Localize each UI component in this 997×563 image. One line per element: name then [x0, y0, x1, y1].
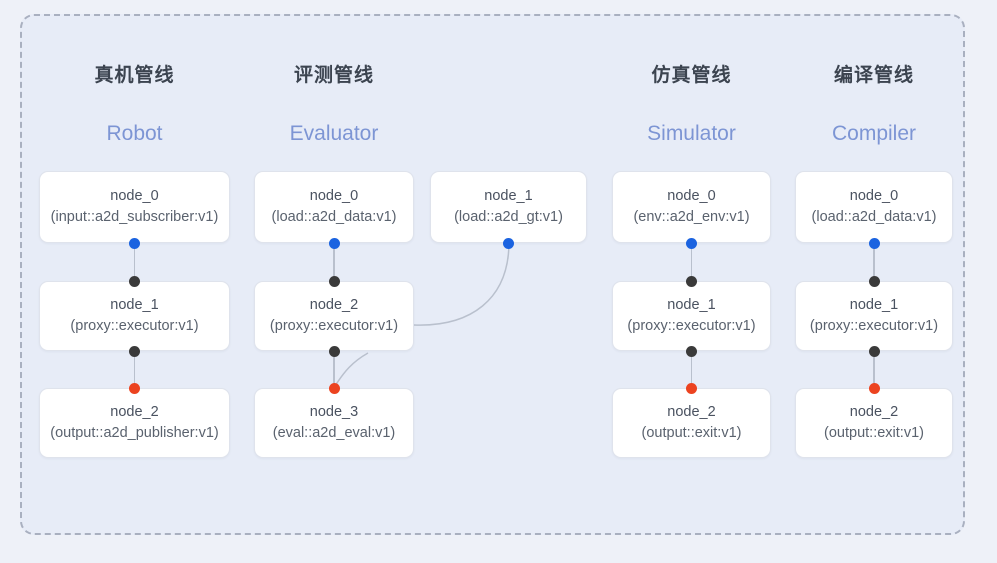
edge-row1-row2 [133, 351, 136, 388]
port-output-black[interactable] [868, 345, 880, 357]
node-type-label: (eval::a2d_eval:v1) [272, 425, 396, 441]
pipeline-column-robot: 真机管线 Robot [39, 0, 230, 563]
node-box-evaluator-node_2[interactable]: node_2(proxy::executor:v1) [254, 281, 414, 351]
pipeline-column-simulator: 仿真管线 Simulator [612, 0, 771, 563]
edge-row1-row2 [333, 351, 335, 388]
port-input-red[interactable] [328, 382, 340, 394]
column-title-cn: 编译管线 [833, 65, 914, 86]
node-type-label: (output::a2d_publisher:v1) [50, 425, 219, 441]
edge-row0-row1 [133, 243, 136, 281]
node-type-label: (output::exit:v1) [824, 425, 924, 441]
node-id-label: node_2 [849, 403, 899, 420]
column-title-en: Evaluator [289, 122, 379, 145]
port-input-red[interactable] [868, 382, 880, 394]
column-title-cn: 评测管线 [293, 65, 374, 86]
node-box-simulator-node_2[interactable]: node_2(output::exit:v1) [612, 388, 771, 458]
node-box-simulator-node_0[interactable]: node_0(env::a2d_env:v1) [612, 171, 771, 243]
column-title-en: Compiler [831, 122, 917, 145]
node-type-label: (proxy::executor:v1) [809, 318, 939, 334]
node-id-label: node_0 [309, 187, 359, 204]
port-output-blue[interactable] [868, 237, 880, 249]
port-input-red[interactable] [686, 382, 697, 394]
pipeline-column-evaluator: 评测管线 Evaluator [254, 0, 414, 563]
port-output-black[interactable] [686, 345, 697, 357]
node-box-simulator-node_1[interactable]: node_1(proxy::executor:v1) [612, 281, 771, 351]
node-box-evaluator-node_1[interactable]: node_1(load::a2d_gt:v1) [430, 171, 587, 243]
node-box-robot-node_2[interactable]: node_2(output::a2d_publisher:v1) [39, 388, 230, 458]
node-box-evaluator-node_0[interactable]: node_0(load::a2d_data:v1) [254, 171, 414, 243]
node-type-label: (load::a2d_data:v1) [271, 209, 397, 225]
node-box-evaluator-node_3[interactable]: node_3(eval::a2d_eval:v1) [254, 388, 414, 458]
pipeline-column-compiler: 编译管线 Compiler [795, 0, 953, 563]
node-id-label: node_1 [849, 296, 899, 313]
node-id-label: node_3 [309, 403, 359, 420]
node-type-label: (output::exit:v1) [641, 425, 742, 441]
node-type-label: (proxy::executor:v1) [70, 318, 199, 334]
port-output-black[interactable] [328, 345, 340, 357]
column-title-cn: 真机管线 [94, 65, 175, 86]
port-output-blue[interactable] [129, 237, 140, 249]
node-type-label: (proxy::executor:v1) [269, 318, 399, 334]
port-output-black[interactable] [129, 345, 140, 357]
node-id-label: node_0 [110, 187, 159, 204]
port-input-black[interactable] [129, 275, 140, 287]
port-input-black[interactable] [868, 275, 880, 287]
node-type-label: (env::a2d_env:v1) [633, 209, 750, 225]
node-box-compiler-node_2[interactable]: node_2(output::exit:v1) [795, 388, 953, 458]
node-type-label: (load::a2d_gt:v1) [454, 209, 563, 225]
port-input-black[interactable] [328, 275, 340, 287]
port-output-blue-side[interactable] [503, 237, 514, 249]
port-output-blue[interactable] [328, 237, 340, 249]
node-id-label: node_1 [667, 296, 716, 313]
port-input-black[interactable] [686, 275, 697, 287]
node-box-robot-node_0[interactable]: node_0(input::a2d_subscriber:v1) [39, 171, 230, 243]
port-output-blue[interactable] [686, 237, 697, 249]
node-box-compiler-node_1[interactable]: node_1(proxy::executor:v1) [795, 281, 953, 351]
node-id-label: node_2 [667, 403, 716, 420]
node-box-compiler-node_0[interactable]: node_0(load::a2d_data:v1) [795, 171, 953, 243]
node-id-label: node_0 [849, 187, 899, 204]
edge-row0-row1 [690, 243, 693, 281]
node-id-label: node_0 [667, 187, 716, 204]
column-title-en: Robot [106, 122, 163, 145]
edge-row1-row2 [873, 351, 875, 388]
edge-row1-row2 [690, 351, 693, 388]
edge-row0-row1 [873, 243, 875, 281]
column-title-cn: 仿真管线 [651, 65, 732, 86]
node-type-label: (load::a2d_data:v1) [811, 209, 937, 225]
node-id-label: node_1 [110, 296, 159, 313]
port-input-red[interactable] [129, 382, 140, 394]
node-type-label: (input::a2d_subscriber:v1) [50, 209, 219, 225]
column-title-en: Simulator [647, 122, 736, 145]
node-type-label: (proxy::executor:v1) [627, 318, 756, 334]
node-id-label: node_1 [484, 187, 533, 204]
edge-row0-row1 [333, 243, 335, 281]
node-id-label: node_2 [309, 296, 359, 313]
node-box-robot-node_1[interactable]: node_1(proxy::executor:v1) [39, 281, 230, 351]
node-id-label: node_2 [110, 403, 159, 420]
